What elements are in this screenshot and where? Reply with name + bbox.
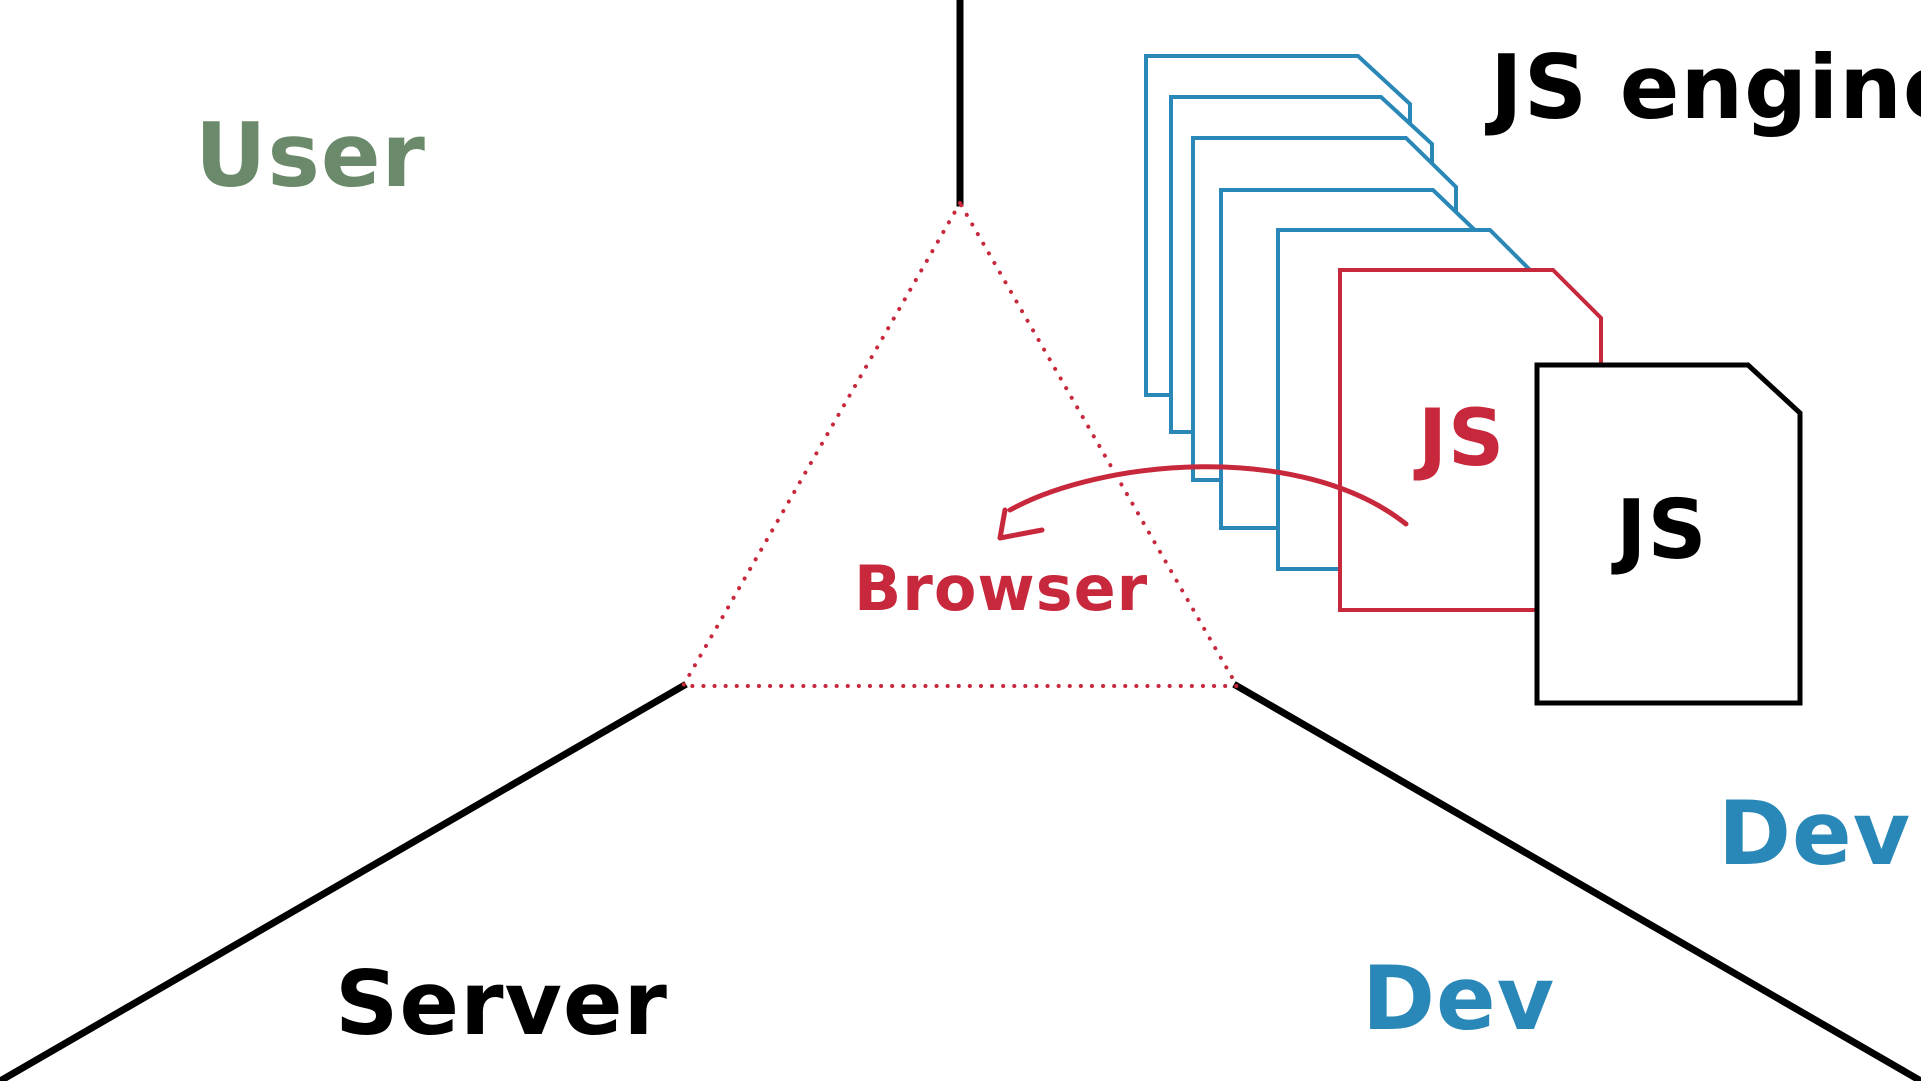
black-js-document-icon — [1534, 362, 1803, 706]
js-engine-label: JS engine — [1490, 36, 1921, 139]
js-red-file-label: JS — [1418, 394, 1506, 484]
arrow-shaft — [1007, 464, 1409, 527]
js-black-file-label: JS — [1616, 483, 1708, 578]
server-region-label: Server — [335, 952, 668, 1055]
browser-label: Browser — [854, 552, 1149, 625]
curved-arrow-icon — [997, 464, 1409, 541]
user-region-label: User — [195, 104, 426, 207]
dev-label-bottom: Dev — [1362, 947, 1556, 1050]
divider-right — [1232, 681, 1921, 1081]
browser-triangle — [679, 198, 1241, 688]
divider-left — [0, 681, 688, 1081]
dev-label-right: Dev — [1718, 782, 1912, 885]
arrow-head — [997, 507, 1045, 541]
